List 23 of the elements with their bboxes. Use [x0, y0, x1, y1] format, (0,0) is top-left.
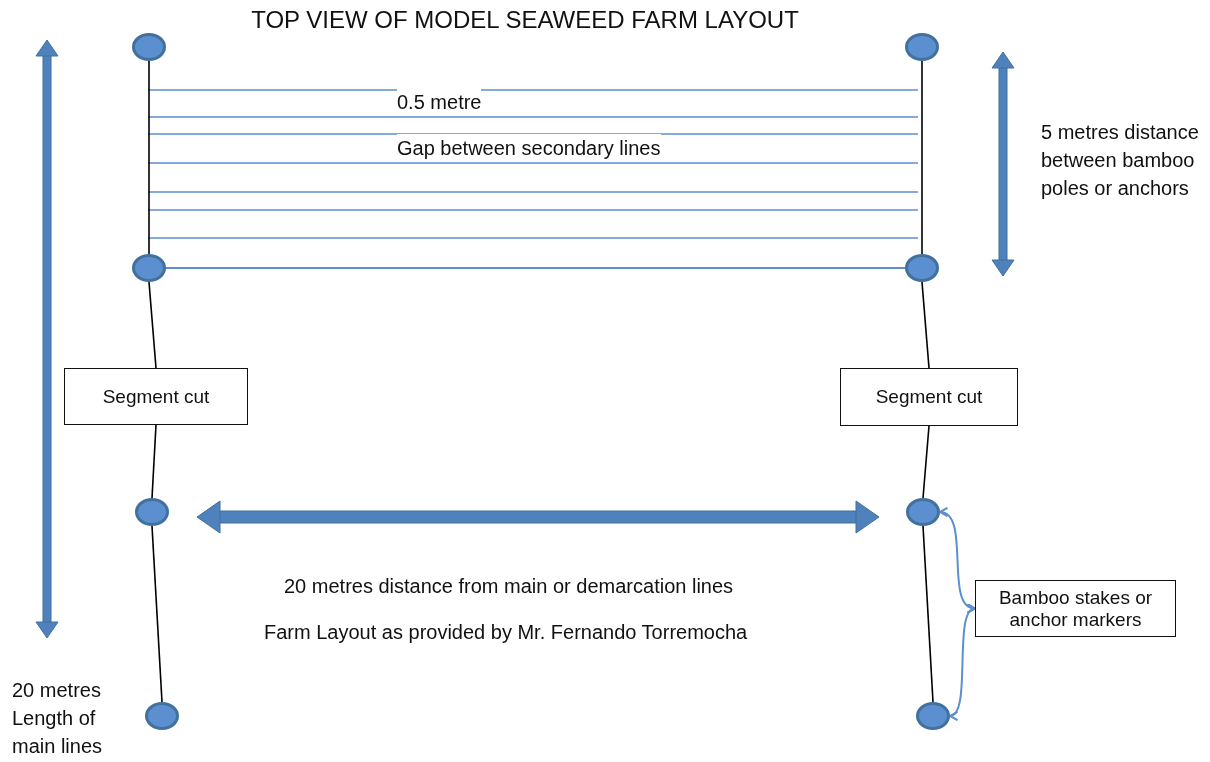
rope-line	[148, 60, 150, 255]
pole-marker	[905, 254, 939, 282]
rope-line	[922, 525, 934, 703]
rope-line	[151, 525, 163, 703]
label-box: Segment cut	[64, 368, 248, 425]
rope-line	[151, 424, 157, 499]
leader-arrow	[948, 606, 977, 718]
label-box: Segment cut	[840, 368, 1018, 426]
pole-marker	[145, 702, 179, 730]
rope-line	[921, 281, 930, 369]
rope-line	[165, 267, 906, 269]
label-box: Bamboo stakes or anchor markers	[975, 580, 1176, 637]
pole-marker	[906, 498, 940, 526]
pole-marker	[905, 33, 939, 61]
rope-line	[921, 60, 923, 255]
diagram-title: TOP VIEW OF MODEL SEAWEED FARM LAYOUT	[250, 6, 800, 34]
note-text: Gap between secondary lines	[397, 134, 661, 162]
rope-line	[922, 425, 930, 499]
pole-marker	[135, 498, 169, 526]
pole-marker	[132, 254, 166, 282]
rope-line	[148, 281, 157, 369]
pole-marker	[916, 702, 950, 730]
pole-marker	[132, 33, 166, 61]
